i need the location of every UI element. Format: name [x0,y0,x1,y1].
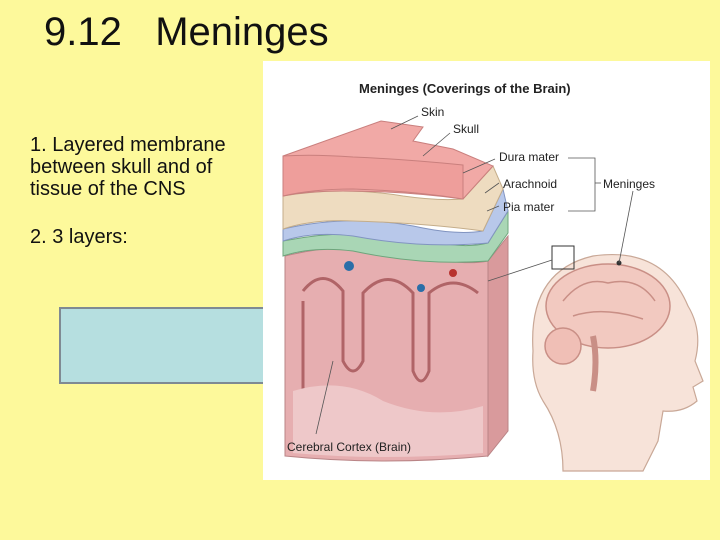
skin-layer-bottom [282,154,464,200]
figure-title: Meninges (Coverings of the Brain) [359,81,571,96]
brainstem [590,335,599,392]
cerebellum [544,327,582,365]
cortex-white-matter [293,385,483,457]
bullet-2: 2. 3 layers: [30,226,128,248]
label-skull: Skull [453,122,479,136]
label-cortex: Cerebral Cortex (Brain) [287,440,411,454]
slide-title: 9.12 Meninges [44,10,329,54]
vessel-3 [449,269,457,277]
label-meninges: Meninges [603,177,655,191]
zoom-box [551,245,575,270]
label-skin: Skin [421,105,444,119]
brain-gyri [562,280,656,320]
brain-section [545,263,671,349]
vessel-1 [344,261,354,271]
vessel-2 [417,284,425,292]
hidden-answer-box [59,307,274,384]
bullet-list: 1. Layered membrane between skull and of… [30,134,260,248]
leader-lines [315,115,634,435]
label-dura: Dura mater [499,150,559,164]
label-pia: Pia mater [503,200,554,214]
meninges-illustration: Meninges (Coverings of the Brain) [263,61,710,480]
label-arachnoid: Arachnoid [503,177,557,191]
cortex-block-side [487,234,509,458]
bullet-1: 1. Layered membrane between skull and of… [30,134,226,200]
meninges-diagram: Meninges (Coverings of the Brain) [282,81,704,472]
